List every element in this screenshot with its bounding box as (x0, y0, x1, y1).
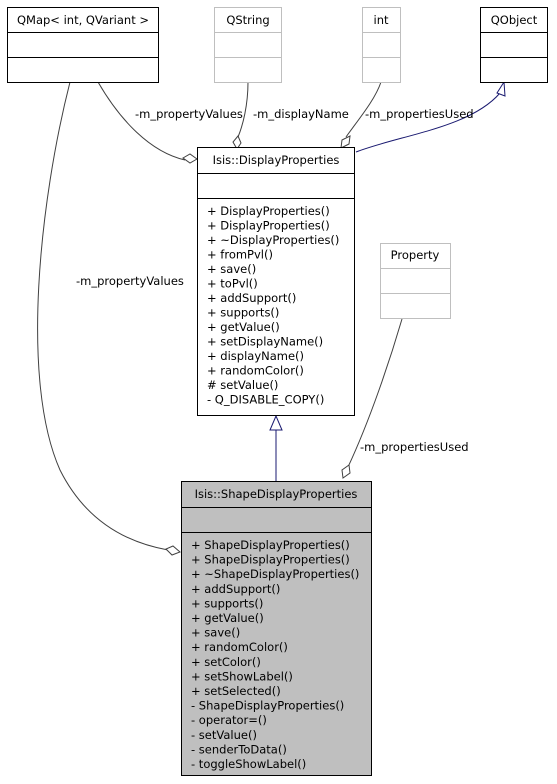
method-list: + DisplayProperties()+ DisplayProperties… (207, 204, 339, 407)
edge-qmap-to-shape (37, 81, 169, 551)
method-item: + fromPvl() (207, 248, 273, 262)
method-item: + supports() (191, 596, 263, 610)
class-name: int (374, 13, 389, 27)
method-item: + supports() (207, 306, 279, 320)
method-item: + ShapeDisplayProperties() (191, 553, 350, 567)
method-item: - setValue() (191, 728, 257, 742)
class-qstring[interactable]: QString (214, 7, 282, 83)
edge-label-property-values-top: -m_propertyValues (135, 107, 243, 121)
class-name: Isis::DisplayProperties (213, 153, 340, 167)
method-item: + save() (191, 626, 240, 640)
inheritance-arrow (496, 80, 506, 97)
edge-label-property-values-left: -m_propertyValues (76, 274, 184, 288)
method-item: - Q_DISABLE_COPY() (207, 393, 324, 407)
method-item: - ShapeDisplayProperties() (191, 699, 344, 713)
method-item: + getValue() (207, 320, 280, 334)
edge-label-properties-used-top: -m_propertiesUsed (365, 107, 474, 121)
aggregation-diamond (182, 153, 198, 164)
edge-label-properties-used-bottom: -m_propertiesUsed (360, 440, 469, 454)
method-item: + displayName() (207, 349, 304, 363)
method-item: - operator=() (191, 713, 267, 727)
class-qobject[interactable]: QObject (480, 7, 548, 83)
class-qmap[interactable]: QMap< int, QVariant > (7, 7, 159, 83)
method-item: + ShapeDisplayProperties() (191, 538, 350, 552)
method-item: + setShowLabel() (191, 669, 293, 683)
method-item: + save() (207, 262, 256, 276)
class-int[interactable]: int (362, 7, 401, 83)
method-item: + setColor() (191, 655, 261, 669)
class-name: QObject (491, 13, 538, 27)
method-item: + ~DisplayProperties() (207, 233, 339, 247)
edge-int-to-display (345, 81, 382, 138)
method-item: - senderToData() (191, 742, 287, 756)
edge-qmap-to-display (97, 81, 186, 161)
method-item: + randomColor() (191, 640, 288, 654)
edge-qstring-to-display (237, 81, 249, 138)
method-item: + randomColor() (207, 364, 304, 378)
method-item: + addSupport() (207, 291, 296, 305)
method-item: + DisplayProperties() (207, 204, 330, 218)
class-shape-display-properties[interactable]: Isis::ShapeDisplayProperties + ShapeDisp… (181, 481, 372, 776)
method-item: + setSelected() (191, 684, 281, 698)
edge-display-to-qobject (355, 92, 501, 153)
aggregation-diamond (165, 545, 181, 556)
class-name: Isis::ShapeDisplayProperties (195, 487, 358, 501)
method-item: # setValue() (207, 378, 278, 392)
method-item: + getValue() (191, 611, 264, 625)
method-item: + addSupport() (191, 582, 280, 596)
edge-label-display-name: -m_displayName (253, 107, 349, 121)
method-item: + toPvl() (207, 277, 258, 291)
method-list: + ShapeDisplayProperties()+ ShapeDisplay… (191, 538, 359, 771)
aggregation-diamond (341, 464, 351, 479)
aggregation-diamond (232, 135, 242, 150)
edge-property-to-shape (347, 318, 403, 468)
method-item: - toggleShowLabel() (191, 757, 306, 771)
class-name: QMap< int, QVariant > (17, 13, 149, 27)
method-item: + setDisplayName() (207, 335, 323, 349)
method-item: + ~ShapeDisplayProperties() (191, 567, 359, 581)
class-display-properties[interactable]: Isis::DisplayProperties + DisplayPropert… (197, 147, 355, 416)
method-item: + DisplayProperties() (207, 219, 330, 233)
class-name: QString (226, 13, 269, 27)
aggregation-diamond (340, 135, 351, 149)
class-property[interactable]: Property (380, 243, 451, 319)
inheritance-arrow (269, 414, 283, 431)
class-name: Property (391, 248, 440, 262)
